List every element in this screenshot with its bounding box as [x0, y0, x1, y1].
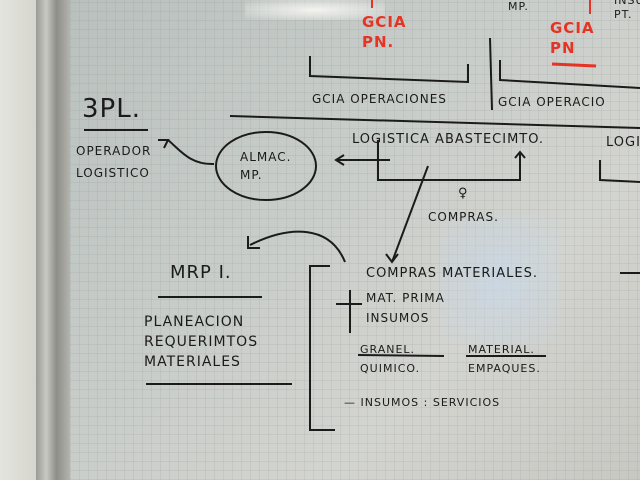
label-logistico: LOGISTICO — [76, 166, 150, 180]
granel-quimico: GRANEL. QUIMICO. — [360, 340, 420, 378]
label-gcia: GCIA — [362, 13, 407, 31]
label-pt: PT. — [614, 8, 633, 21]
label-granel: GRANEL. — [360, 343, 416, 356]
wall — [0, 0, 40, 480]
label-gcia: GCIA — [550, 19, 595, 37]
divider-vertical — [489, 37, 493, 111]
almac-ellipse — [215, 131, 317, 201]
label-quimico: QUIMICO. — [360, 362, 421, 375]
arrow-to-mrp — [247, 230, 346, 263]
insumos-pt: INSU PT. — [614, 0, 640, 22]
reflection — [440, 215, 560, 345]
logistica-partial: LOGI — [606, 135, 640, 150]
operador-logistico: OPERADOR LOGISTICO — [76, 140, 151, 184]
granel-underline — [357, 354, 445, 357]
label-insumos: INSU — [614, 0, 640, 7]
mrp-title: MRP I. — [170, 262, 232, 283]
label-mp: MP. — [240, 168, 263, 182]
label-almac: ALMAC. — [240, 150, 292, 164]
label-empaques: EMPAQUES. — [468, 362, 541, 375]
big-bracket — [309, 265, 335, 431]
label-material: MATERIAL. — [468, 343, 535, 356]
gcia-pn-right: GCIA PN — [550, 18, 595, 58]
whiteboard-frame — [36, 0, 70, 480]
bracket-left — [309, 56, 469, 84]
header-underline — [229, 115, 640, 129]
label-materiales: MATERIALES — [144, 354, 241, 370]
logistica-abastecimiento: LOGISTICA ABASTECIMTO. — [352, 132, 545, 147]
gcia-operaciones-label-2: GCIA OPERACIO — [498, 95, 606, 109]
arrow-to-compras-materiales — [385, 165, 429, 264]
material-empaques: MATERIAL. EMPAQUES. — [468, 340, 541, 378]
label-pn: PN. — [362, 33, 395, 51]
label-requerimientos: REQUERIMTOS — [144, 334, 259, 350]
compras-label: COMPRAS. — [428, 210, 499, 224]
compras-materiales-title: COMPRAS MATERIALES. — [366, 266, 539, 281]
gcia-operaciones-label: GCIA OPERACIONES — [312, 92, 447, 106]
arrow-logistica-to-almac — [334, 154, 390, 166]
title-3pl: 3PL. — [82, 94, 141, 124]
light-glare — [245, 0, 385, 20]
red-underline — [551, 62, 597, 68]
mrp-description: PLANEACION REQUERIMTOS MATERIALES — [144, 312, 258, 372]
person-icon: ♀ — [458, 186, 469, 201]
bracket-right — [499, 60, 640, 89]
arrow-almac-to-operador — [158, 139, 215, 166]
label-pn: PN — [550, 39, 576, 57]
compras-items: MAT. PRIMA INSUMOS — [366, 288, 445, 328]
insumos-servicios: — INSUMOS : SERVICIOS — [344, 396, 501, 409]
plus-sign — [336, 290, 362, 333]
label-planeacion: PLANEACION — [144, 314, 245, 330]
red-arrow-stub — [371, 0, 591, 14]
almac-mp: ALMAC. MP. — [240, 148, 291, 184]
connector-logistica — [377, 140, 526, 181]
right-edge-marks — [599, 160, 640, 274]
label-mp: MP. — [508, 0, 529, 13]
label-operador: OPERADOR — [76, 144, 152, 158]
label-mat-prima: MAT. PRIMA — [366, 291, 445, 305]
label-insumos: INSUMOS — [366, 311, 430, 325]
gcia-pn-left: GCIA PN. — [362, 12, 407, 52]
